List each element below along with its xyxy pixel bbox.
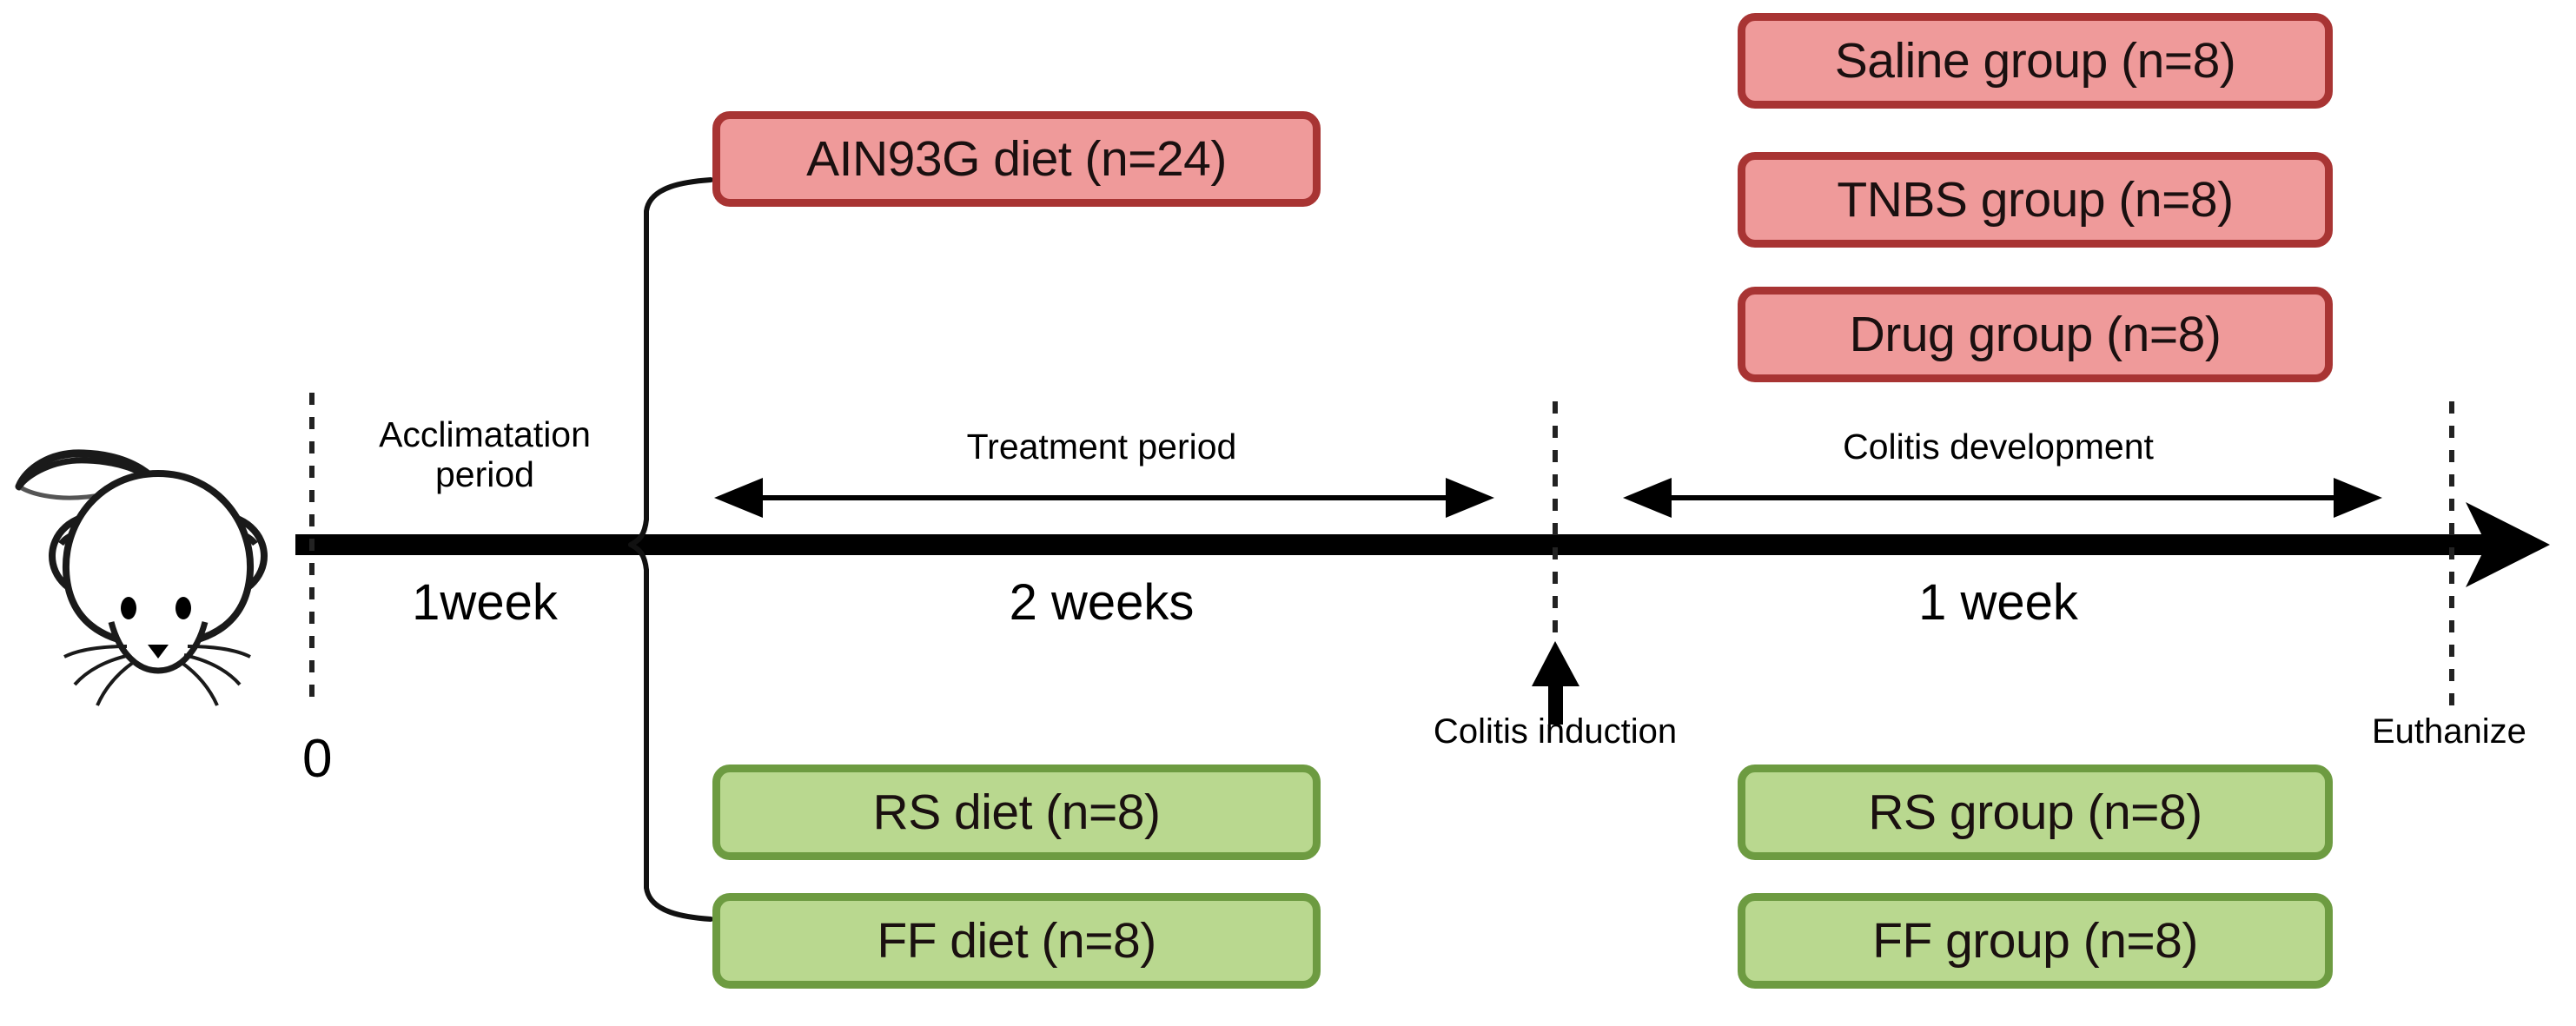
period-label-treatment: Treatment period	[966, 427, 1237, 467]
box-drug-group[interactable]: Drug group (n=8)	[1738, 287, 2333, 382]
box-label: RS diet (n=8)	[872, 784, 1161, 840]
box-label: TNBS group (n=8)	[1837, 172, 2234, 228]
colitis-induction-arrow	[1532, 641, 1579, 725]
duration-label-acclimatation: 1week	[412, 574, 558, 631]
box-ff-group[interactable]: FF group (n=8)	[1738, 893, 2333, 989]
span-arrow-colitis-development	[1623, 478, 2382, 518]
diet-brace-connector	[628, 177, 713, 922]
event-label-colitis-induction: Colitis induction	[1433, 712, 1678, 751]
box-rs-group[interactable]: RS group (n=8)	[1738, 765, 2333, 860]
box-label: RS group (n=8)	[1868, 784, 2202, 840]
box-saline-group[interactable]: Saline group (n=8)	[1738, 13, 2333, 109]
box-label: Drug group (n=8)	[1849, 307, 2222, 362]
event-label-euthanize: Euthanize	[2372, 712, 2526, 751]
period-label-colitis-development: Colitis development	[1843, 427, 2154, 467]
box-label: FF group (n=8)	[1872, 913, 2198, 969]
box-tnbs-group[interactable]: TNBS group (n=8)	[1738, 152, 2333, 248]
box-ain93g-diet[interactable]: AIN93G diet (n=24)	[712, 111, 1321, 207]
period-label-acclimatation: Acclimatation period	[379, 414, 591, 494]
box-label: Saline group (n=8)	[1834, 33, 2236, 89]
timeline-tick-marks	[309, 393, 2454, 705]
box-rs-diet[interactable]: RS diet (n=8)	[712, 765, 1321, 860]
duration-label-treatment: 2 weeks	[1009, 574, 1195, 631]
timeline-axis	[295, 502, 2550, 587]
span-arrow-treatment	[714, 478, 1494, 518]
mouse-icon	[15, 449, 268, 706]
box-label: AIN93G diet (n=24)	[806, 131, 1227, 187]
box-label: FF diet (n=8)	[877, 913, 1156, 969]
timeline-start-label: 0	[302, 729, 333, 789]
duration-label-colitis: 1 week	[1918, 574, 2078, 631]
box-ff-diet[interactable]: FF diet (n=8)	[712, 893, 1321, 989]
